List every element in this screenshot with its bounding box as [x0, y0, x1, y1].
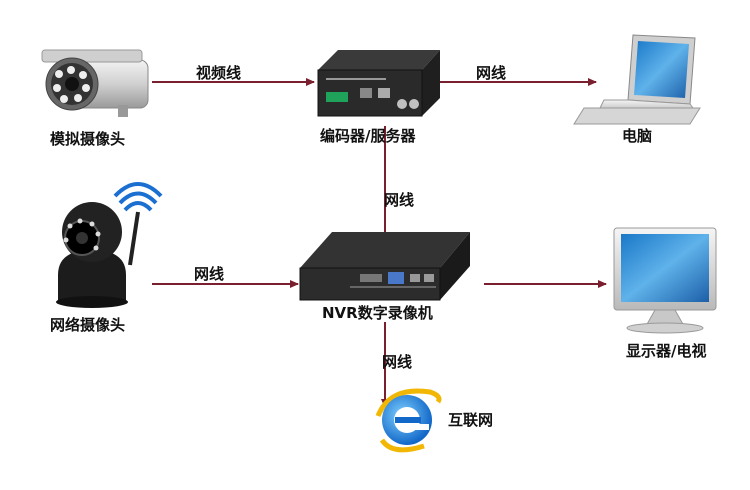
laptop-icon — [573, 34, 701, 125]
bullet-camera-icon — [41, 49, 149, 117]
conn-label-netcam-nvr: 网线 — [194, 265, 225, 283]
nvr-recorder-icon — [299, 232, 470, 301]
internet-explorer-icon — [375, 388, 442, 453]
conn-label-encoder-computer: 网线 — [476, 64, 507, 82]
encoder-box-icon — [317, 50, 440, 117]
analog-camera-label: 模拟摄像头 — [50, 130, 126, 148]
encoder-server-label: 编码器/服务器 — [320, 127, 416, 145]
internet-label: 互联网 — [448, 411, 494, 429]
conn-label-nvr-internet: 网线 — [382, 353, 413, 371]
computer-label: 电脑 — [622, 127, 653, 145]
network-camera-label: 网络摄像头 — [50, 316, 126, 334]
display-label: 显示器/电视 — [626, 342, 707, 360]
conn-label-encoder-nvr: 网线 — [384, 191, 415, 209]
wifi-ip-camera-icon — [56, 182, 163, 308]
nvr-label: NVR数字录像机 — [322, 304, 433, 322]
conn-label-video-cable: 视频线 — [196, 64, 242, 82]
monitor-icon — [613, 227, 717, 334]
